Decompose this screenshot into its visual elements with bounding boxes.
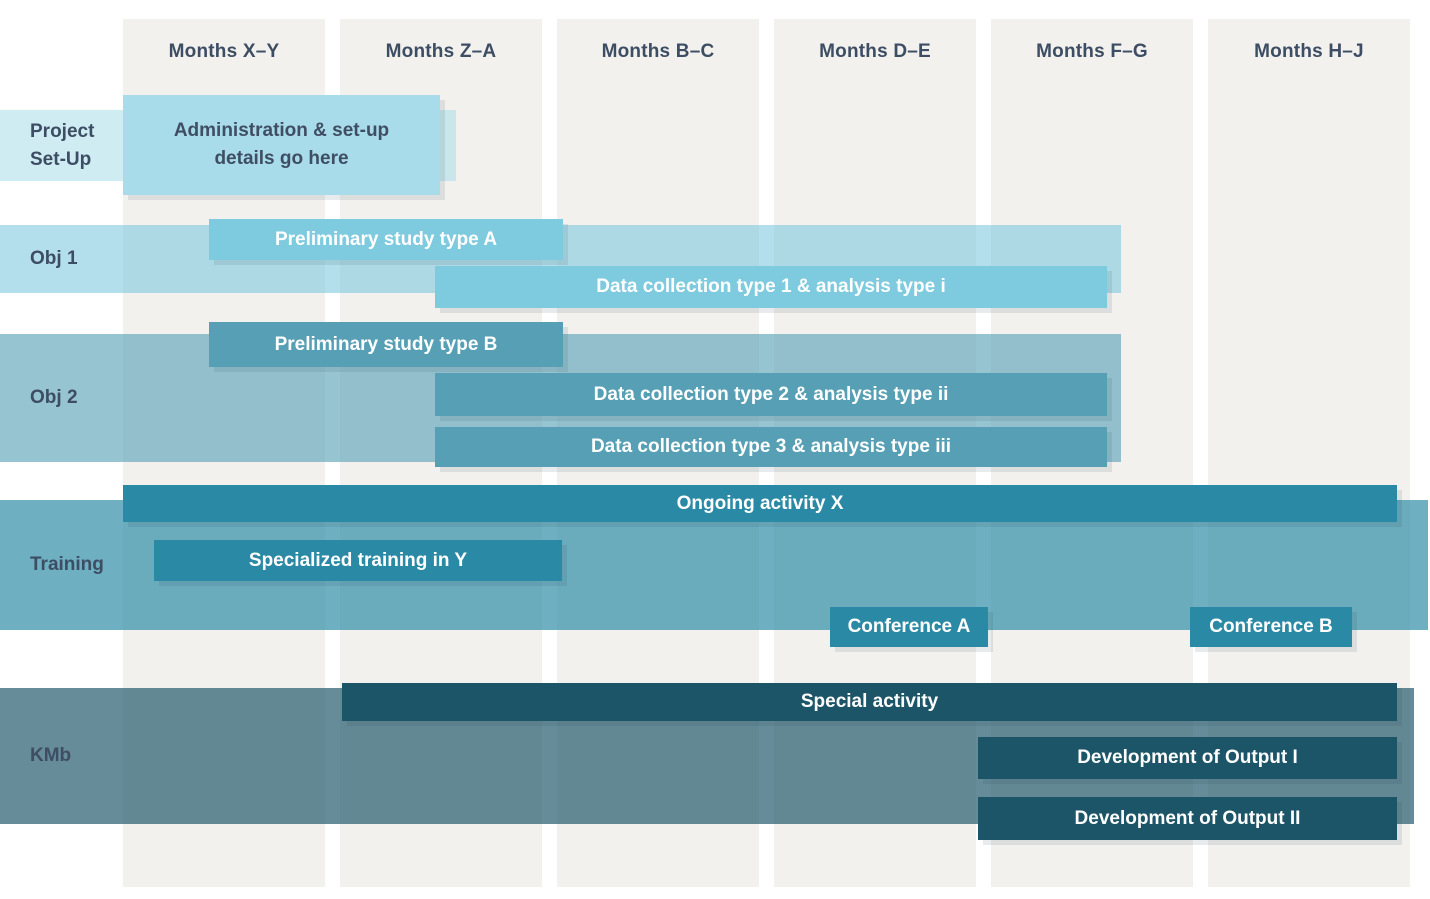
row-label-line: Set-Up — [30, 148, 92, 170]
bar-text: Preliminary study type B — [274, 333, 498, 355]
row-label-line: Obj 1 — [30, 248, 78, 269]
bar-text: Development of Output I — [1077, 747, 1298, 768]
row-label-line: Project — [30, 120, 95, 142]
bar-text: Data collection type 3 & analysis type i… — [590, 436, 952, 457]
column-header: Months D–E — [819, 41, 931, 62]
row-label-line: Training — [30, 554, 104, 575]
bar-text: Development of Output II — [1074, 807, 1301, 829]
bar-text: Conference A — [847, 616, 971, 637]
bar-data-collection-3: Data collection type 3 & analysis type i… — [435, 427, 1107, 467]
bar-preliminary-study-a: Preliminary study type A — [209, 219, 563, 260]
bar-development-output-2: Development of Output II — [978, 797, 1397, 840]
bar-text: Administration & set-up — [173, 120, 390, 141]
bar-text: details go here — [214, 148, 349, 169]
row-label-line: KMb — [30, 745, 72, 766]
bar-text: Specialized training in Y — [248, 549, 468, 571]
bar-text: Conference B — [1209, 616, 1333, 637]
bar-conference-a: Conference A — [830, 607, 988, 647]
bar-text: Special activity — [800, 691, 939, 712]
bar-specialized-training-y: Specialized training in Y — [154, 540, 562, 581]
bar-data-collection-1: Data collection type 1 & analysis type i — [435, 266, 1107, 308]
bar-ongoing-activity-x: Ongoing activity X — [123, 485, 1397, 522]
bar-text: Data collection type 2 & analysis type i… — [593, 383, 949, 405]
bar-text: Data collection type 1 & analysis type i — [596, 276, 946, 297]
bar-data-collection-2: Data collection type 2 & analysis type i… — [435, 373, 1107, 416]
bar-preliminary-study-b: Preliminary study type B — [209, 322, 563, 367]
row-label-kmb: KMb — [30, 688, 140, 824]
bar-text: Preliminary study type A — [274, 228, 498, 250]
bar-development-output-1: Development of Output I — [978, 737, 1397, 779]
bar-conference-b: Conference B — [1190, 607, 1352, 647]
column-header: Months H–J — [1254, 41, 1364, 62]
row-label-training: Training — [30, 500, 140, 630]
column-header: Months Z–A — [385, 41, 497, 62]
column-header: Months F–G — [1036, 41, 1148, 62]
row-label-obj-2: Obj 2 — [30, 334, 140, 462]
row-label-line: Obj 2 — [30, 387, 78, 408]
bar-administration: Administration & set-up details go here — [123, 95, 440, 195]
row-label-obj-1: Obj 1 — [30, 225, 140, 293]
bar-special-activity: Special activity — [342, 683, 1397, 721]
bar-text: Ongoing activity X — [676, 492, 844, 514]
column-header: Months X–Y — [168, 41, 280, 62]
column-header: Months B–C — [601, 41, 715, 62]
